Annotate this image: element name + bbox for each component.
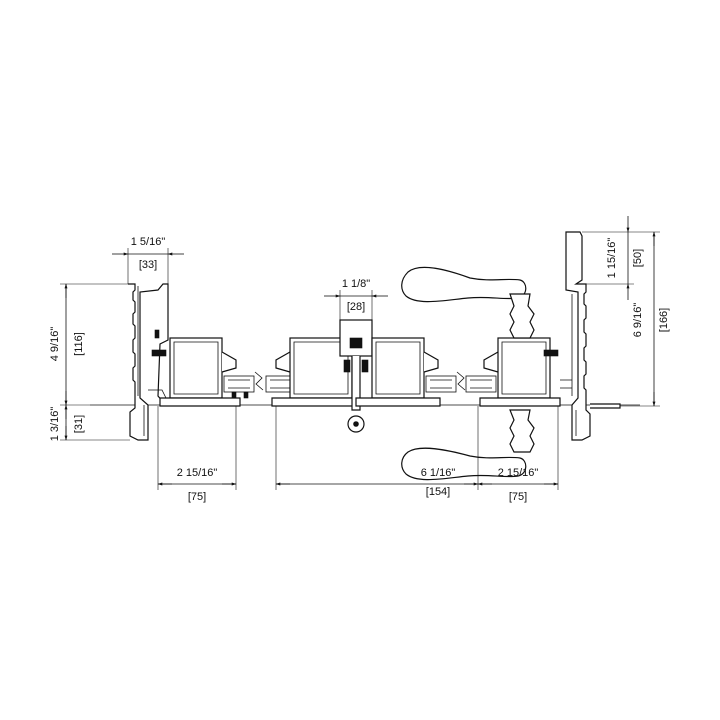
dimension-top-left-width: 1 5/16" [33]: [112, 236, 184, 284]
dim-bottom-left-metric: [75]: [188, 491, 206, 503]
left-frame-jamb: [128, 283, 170, 441]
door-handle-outside: [401, 266, 535, 339]
dim-bottom-center-metric: [154]: [426, 486, 450, 498]
dim-bottom-center-imperial: 6 1/16": [421, 467, 456, 479]
right-fixed-panel: [465, 337, 561, 407]
dim-right-total-imperial: 6 9/16": [632, 303, 644, 338]
dim-bottom-right-metric: [75]: [509, 491, 527, 503]
dim-bottom-right-imperial: 2 15/16": [498, 467, 539, 479]
dim-center-imperial: 1 1/8": [342, 278, 370, 290]
dim-right-total-metric: [166]: [658, 308, 670, 332]
dim-top-left-metric: [33]: [139, 259, 157, 271]
center-interlock: [339, 319, 373, 433]
right-frame-jamb: [560, 231, 621, 441]
dimension-left-bottom: 1 3/16" [31]: [49, 404, 130, 442]
dimension-bottom-left: 2 15/16" [75]: [157, 406, 237, 503]
dim-center-metric: [28]: [347, 301, 365, 313]
dim-right-top-imperial: 1 15/16": [606, 238, 618, 279]
dimension-bottom-right: 2 15/16" [75]: [477, 406, 559, 503]
left-break-symbol: [254, 371, 264, 391]
door-handle-inside: [401, 409, 535, 481]
dimension-bottom-center: 6 1/16" [154]: [275, 406, 479, 498]
dim-left-bottom-metric: [31]: [73, 415, 85, 433]
dimension-right-top: 1 15/16" [50]: [582, 216, 644, 300]
dimension-left-height: 4 9/16" [116]: [49, 283, 128, 406]
right-break-symbol: [456, 371, 466, 391]
dimension-center-width: 1 1/8" [28]: [324, 278, 388, 320]
dim-left-height-imperial: 4 9/16": [49, 327, 61, 362]
dim-left-height-metric: [116]: [73, 332, 85, 356]
dim-bottom-left-imperial: 2 15/16": [177, 467, 218, 479]
dimension-right-total: 6 9/16" [166]: [620, 231, 670, 407]
dim-left-bottom-imperial: 1 3/16": [49, 407, 61, 442]
center-panel-right: [355, 337, 457, 407]
left-fixed-panel: [159, 337, 255, 407]
dim-right-top-metric: [50]: [632, 249, 644, 267]
dim-top-left-imperial: 1 5/16": [131, 236, 166, 248]
